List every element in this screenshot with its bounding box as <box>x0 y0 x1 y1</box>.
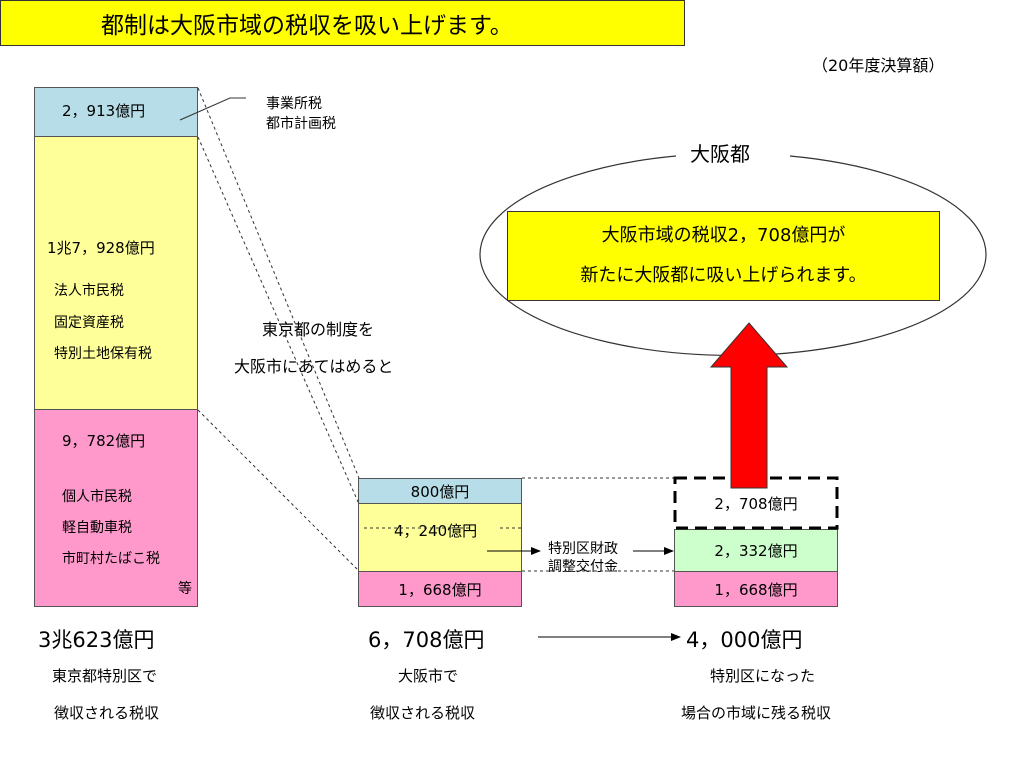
page-title: 都制は大阪市域の税収を吸い上げます。 <box>0 0 685 46</box>
tokyo-bar-bottom: 9，782億円 個人市民税 軽自動車税 市町村たばこ税 等 <box>34 409 198 607</box>
tokyo-bar-middle: 1兆7，928億円 法人市民税 固定資産税 特別土地保有税 <box>34 136 198 411</box>
tokyo-middle-amount: 1兆7，928億円 <box>47 239 155 257</box>
ward-bar-bottom: 1，668億円 <box>674 571 838 607</box>
osaka-bar-bottom: 1，668億円 <box>358 571 522 607</box>
ward-caption-line-2: 場合の市域に残る税収 <box>681 704 832 722</box>
prefecture-message-line-2: 新たに大阪都に吸い上げられます。 <box>580 265 867 286</box>
tokyo-caption-line-1: 東京都特別区で <box>52 667 158 685</box>
fiscal-year-note: （20年度決算額） <box>812 56 945 75</box>
tokyo-bottom-tax-2: 軽自動車税 <box>62 520 132 536</box>
ward-bar-absorbed: 2，708億円 <box>714 494 798 513</box>
tokyo-bar-top: 2，913億円 <box>34 87 198 137</box>
osaka-bar-middle: 4，240億円 <box>358 503 522 572</box>
tokyo-bottom-etc: 等 <box>178 581 192 597</box>
tokyo-middle-tax-1: 法人市民税 <box>54 283 124 299</box>
prefecture-message-line-1: 大阪市域の税収2，708億円が <box>601 225 846 246</box>
tokyo-caption-line-2: 徴収される税収 <box>54 704 160 722</box>
osaka-caption-line-2: 徴収される税収 <box>370 704 476 722</box>
absorb-arrow <box>709 322 789 489</box>
tokyo-total: 3兆623億円 <box>38 628 155 652</box>
tokyo-top-tax-2: 都市計画税 <box>266 116 336 132</box>
transfer-label-line-2: 調整交付金 <box>548 559 618 575</box>
tokyo-bottom-amount: 9，782億円 <box>62 432 146 450</box>
tokyo-top-amount: 2，913億円 <box>62 102 146 120</box>
tokyo-top-tax-1: 事業所税 <box>266 96 322 112</box>
osaka-caption-line-1: 大阪市で <box>398 667 459 685</box>
osaka-total: 6，708億円 <box>368 628 485 652</box>
tokyo-middle-tax-2: 固定資産税 <box>54 315 124 331</box>
transfer-label-line-1: 特別区財政 <box>548 541 618 557</box>
ward-bar-middle: 2，332億円 <box>674 529 838 572</box>
prefecture-label: 大阪都 <box>690 142 750 166</box>
tokyo-middle-tax-3: 特別土地保有税 <box>54 346 152 362</box>
prefecture-message-box: 大阪市域の税収2，708億円が 新たに大阪都に吸い上げられます。 <box>507 211 940 301</box>
osaka-middle-amount: 4，240億円 <box>394 522 478 540</box>
tokyo-bottom-tax-3: 市町村たばこ税 <box>62 551 160 567</box>
osaka-bar-top: 800億円 <box>358 478 522 504</box>
tokyo-bottom-tax-1: 個人市民税 <box>62 489 132 505</box>
ward-caption-line-1: 特別区になった <box>710 667 816 685</box>
ward-total: 4，000億円 <box>686 628 803 652</box>
apply-note-line-2: 大阪市にあてはめると <box>234 357 394 376</box>
apply-note-line-1: 東京都の制度を <box>262 320 375 339</box>
